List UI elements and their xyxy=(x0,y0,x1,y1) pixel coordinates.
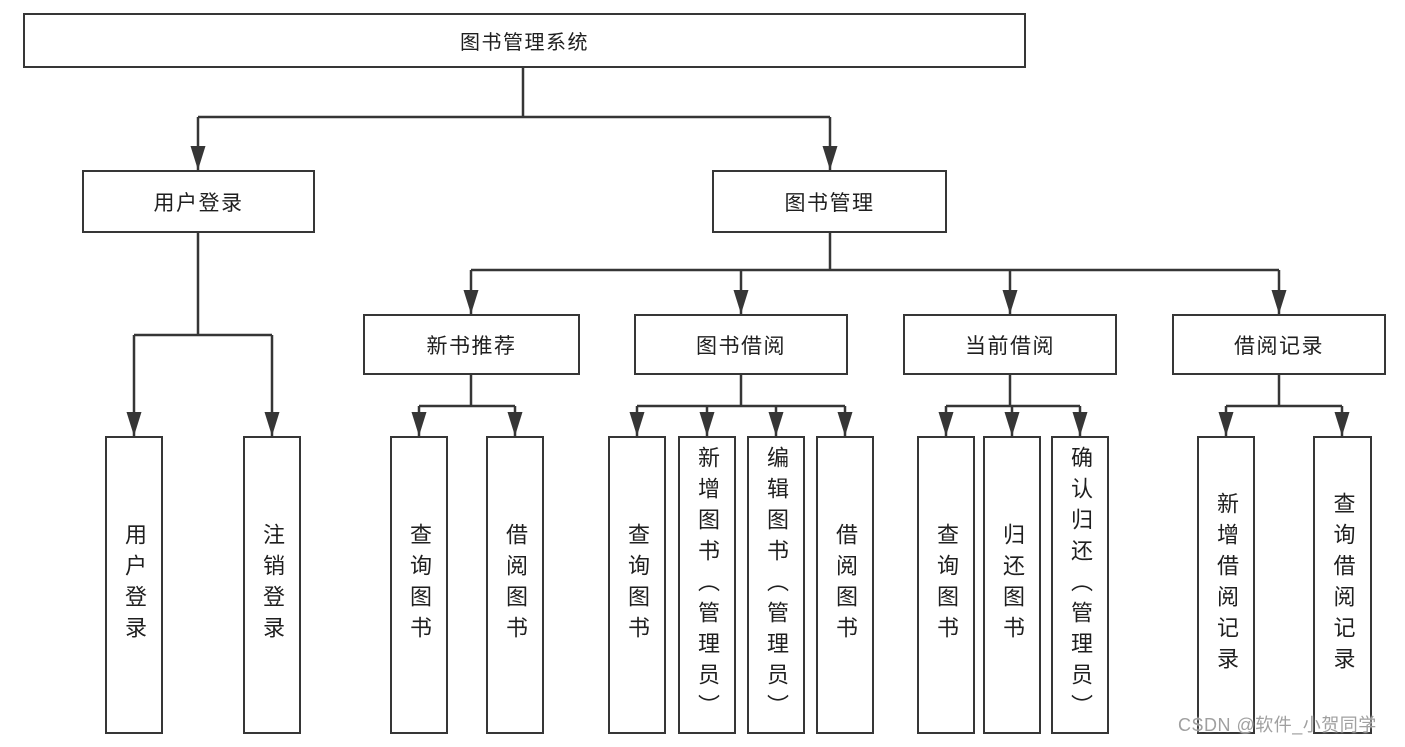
node-label: 查询图书 xyxy=(407,523,432,647)
node-label: 当前借阅 xyxy=(965,334,1055,358)
leaf-current-return-books: 归还图书 xyxy=(983,436,1041,734)
node-label: 查询图书 xyxy=(625,523,650,647)
node-label: 新书推荐 xyxy=(426,334,517,358)
node-label: 用户登录 xyxy=(153,191,244,215)
csdn-watermark: CSDN @软件_小贺同学 xyxy=(1178,715,1377,735)
leaf-current-confirm-return-admin: 确认归还（管理员） xyxy=(1051,436,1109,734)
node-library-system: 图书管理系统 xyxy=(23,13,1026,68)
node-new-book-recommend: 新书推荐 xyxy=(363,314,580,375)
node-user-login: 用户登录 xyxy=(82,170,315,233)
node-label: 编辑图书（管理员） xyxy=(764,445,789,725)
leaf-recommend-query-books: 查询图书 xyxy=(390,436,448,734)
leaf-borrowing-edit-books-admin: 编辑图书（管理员） xyxy=(747,436,805,734)
leaf-logout: 注销登录 xyxy=(243,436,301,734)
node-label: 查询图书 xyxy=(934,523,959,647)
node-label: 借阅图书 xyxy=(503,523,528,647)
leaf-borrowing-borrow-books: 借阅图书 xyxy=(816,436,874,734)
node-label: 用户登录 xyxy=(122,523,147,647)
leaf-recommend-borrow-books: 借阅图书 xyxy=(486,436,544,734)
node-label: 借阅记录 xyxy=(1234,334,1324,358)
leaf-records-query-record: 查询借阅记录 xyxy=(1313,436,1372,734)
node-label: 注销登录 xyxy=(260,523,285,647)
node-label: 查询借阅记录 xyxy=(1330,492,1356,678)
node-label: 新增借阅记录 xyxy=(1214,492,1239,678)
leaf-borrowing-query-books: 查询图书 xyxy=(608,436,666,734)
node-book-borrowing: 图书借阅 xyxy=(634,314,848,375)
leaf-borrowing-add-books-admin: 新增图书（管理员） xyxy=(678,436,736,734)
leaf-current-query-books: 查询图书 xyxy=(917,436,975,734)
leaf-records-add-record: 新增借阅记录 xyxy=(1197,436,1255,734)
node-book-management: 图书管理 xyxy=(712,170,947,233)
node-label: 新增图书（管理员） xyxy=(695,445,720,725)
node-current-borrowing: 当前借阅 xyxy=(903,314,1117,375)
node-label: 图书管理 xyxy=(784,191,875,215)
node-label: 确认归还（管理员） xyxy=(1068,445,1093,725)
node-borrowing-records: 借阅记录 xyxy=(1172,314,1386,375)
node-label: 归还图书 xyxy=(1000,523,1025,647)
node-label: 借阅图书 xyxy=(833,523,858,647)
leaf-user-login: 用户登录 xyxy=(105,436,163,734)
node-label: 图书管理系统 xyxy=(460,32,589,54)
node-label: 图书借阅 xyxy=(696,334,786,358)
